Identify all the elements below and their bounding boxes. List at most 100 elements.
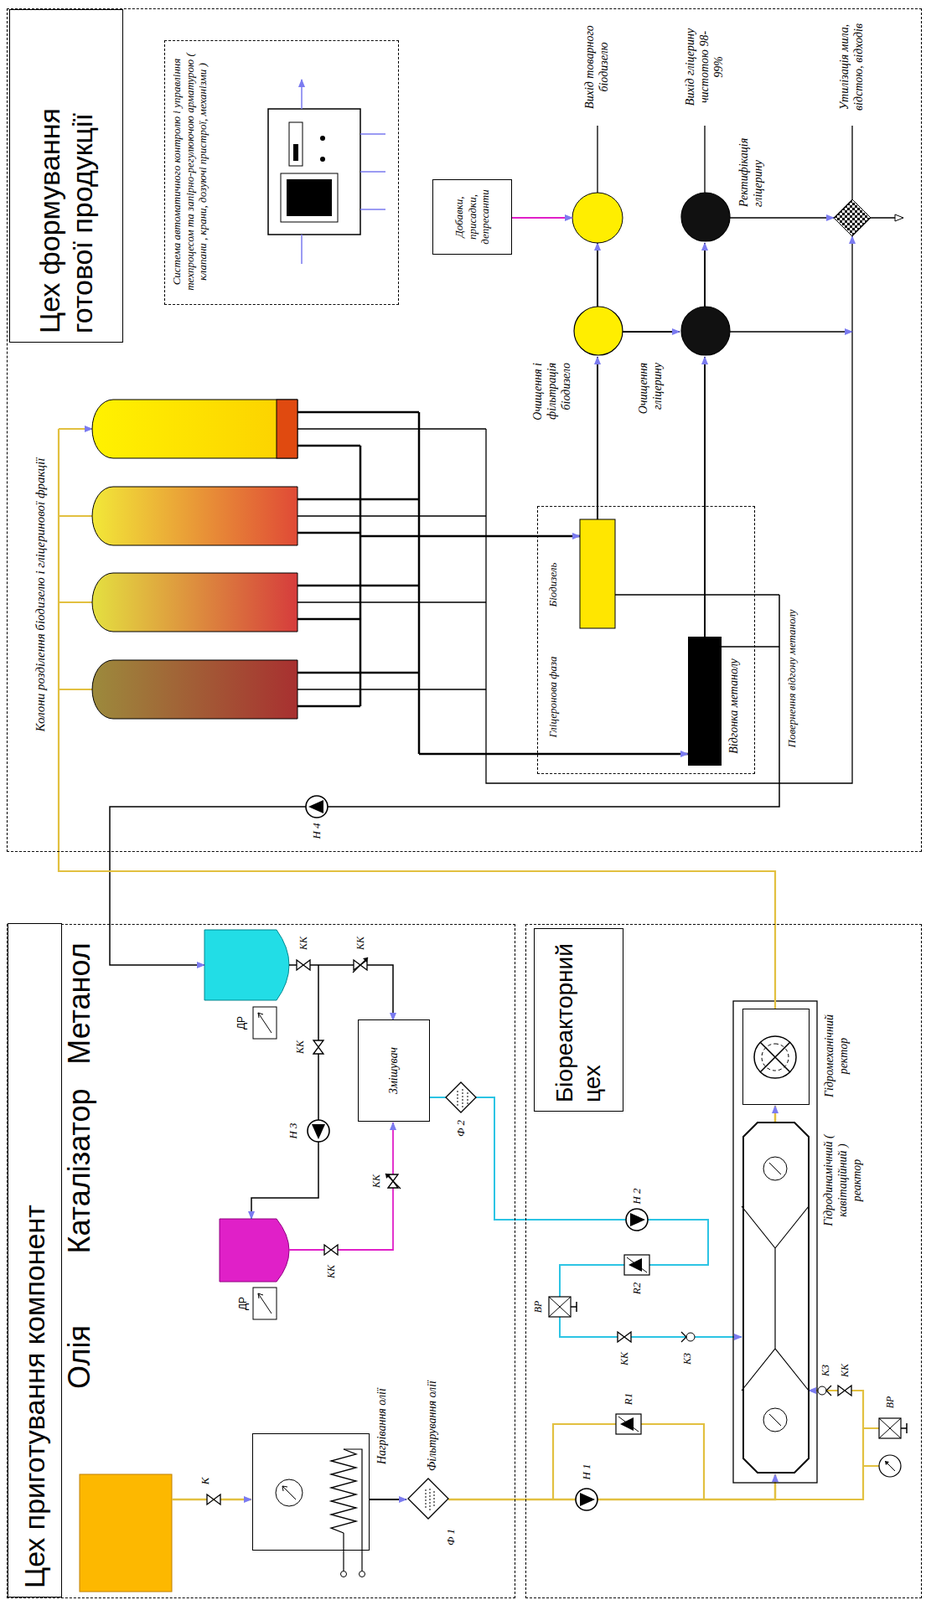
flow-connector: [703, 243, 706, 307]
plant-part: [204, 930, 290, 1001]
plant-part: [879, 1418, 907, 1439]
plant-part: [754, 1036, 797, 1079]
flow-connector: [774, 1106, 777, 1123]
node-label: Добавки, присадки, депресанти: [452, 183, 492, 251]
flow-connector: [429, 1097, 742, 1338]
plant-part: [625, 1209, 648, 1232]
shape-svg: [742, 1122, 810, 1475]
shape-outline: [681, 192, 730, 242]
flow-connector: [703, 356, 706, 507]
callout-label: КЗ: [681, 1347, 694, 1371]
plant-part: [733, 1001, 818, 1484]
callout-label: ДР: [237, 1291, 249, 1317]
process-circle: Ректифікація гліцерину: [680, 191, 731, 243]
plant-part: [863, 1428, 880, 1467]
plant-part: [324, 1245, 338, 1256]
component-heading: Олія: [61, 1307, 98, 1408]
shape-outline: [743, 1122, 809, 1474]
process-circle: Очищення гліцерину: [680, 305, 731, 357]
plant-part: [833, 199, 871, 237]
plant-part: [297, 429, 487, 690]
plant-part: [58, 429, 93, 690]
callout-label: КК: [370, 1169, 383, 1194]
plant-part: [486, 236, 853, 784]
shape-outline: [681, 306, 730, 356]
reactor-box: Гідромеханічний ректор: [742, 1008, 810, 1106]
callout-label: ВР: [884, 1391, 896, 1415]
callout-label: К: [198, 1473, 213, 1490]
plant-part: [597, 506, 705, 637]
plant-part: [769, 1414, 782, 1427]
shape-svg: [680, 305, 731, 357]
plant-part: [280, 173, 338, 223]
callout-label: Утилізація мила, відстою, відходів: [838, 20, 867, 114]
node-label: Гідромеханічний ректор: [822, 1003, 852, 1109]
plant-part: [741, 1206, 809, 1392]
node-label: Відгонка метанолу: [727, 647, 742, 766]
plant-part: [688, 636, 722, 766]
plant-part: [511, 217, 573, 219]
plant-part: [445, 1082, 476, 1113]
distillation-box: Відгонка метанолу: [537, 506, 756, 775]
plant-part: [289, 965, 394, 1021]
node-label: Змішувач: [387, 1047, 402, 1095]
callout-label: Ф 2: [454, 1114, 468, 1144]
shape-svg: [680, 191, 731, 243]
callout-label: Гліцеронова фаза: [546, 650, 560, 745]
plant-part: [58, 429, 776, 1010]
callout-label: КК: [325, 1261, 337, 1283]
callout-label: КК: [297, 931, 310, 956]
shape-outline: [574, 306, 623, 356]
callout-label: КК: [838, 1359, 851, 1383]
flow-connector: [622, 331, 680, 333]
plant-part: [615, 1414, 642, 1435]
plant-part: [343, 1449, 363, 1572]
flow-connector: [448, 1474, 776, 1501]
plant-part: [553, 1424, 704, 1501]
callout-label: КК: [294, 1035, 306, 1060]
plant-part: [360, 535, 580, 539]
plant-part: [268, 108, 361, 235]
node-label: Нагрівання олії: [375, 1330, 390, 1465]
plant-part: [729, 217, 834, 219]
node-label: Гідродинамічний ( кавітаційний ) реактор: [822, 1122, 864, 1240]
node-label: Фільтрування олії: [425, 1329, 440, 1472]
component-heading: Метанол: [61, 928, 98, 1080]
callout-label: Вихід товарного біодизелю: [583, 20, 612, 114]
filter-diamond: Фільтрування олії: [407, 1478, 450, 1521]
plant-part: [817, 1386, 832, 1397]
plant-part: [258, 1013, 272, 1034]
callout-label: КЗ: [819, 1359, 832, 1383]
plant-part: [575, 1489, 598, 1511]
plant-part: [320, 135, 326, 141]
plant-part: [289, 122, 303, 166]
plant-part: [286, 179, 332, 217]
shape-outline: [408, 1479, 449, 1520]
plant-part: [297, 445, 361, 707]
callout-label: КК: [618, 1347, 631, 1371]
plant-part: [341, 1572, 347, 1578]
shape-outline: [425, 1487, 435, 1511]
shape-svg: [573, 305, 624, 357]
plant-part: [359, 1572, 366, 1578]
workshop-panel: Біореакторний цехГідродинамічний ( кавіт…: [525, 924, 922, 1599]
plant-part: [92, 660, 298, 720]
plant-part: [681, 1332, 695, 1343]
plant-part: [572, 192, 623, 244]
plant-part: [763, 1408, 787, 1433]
control-box: Система автоматичного контролю і управлі…: [164, 40, 399, 306]
plant-part: [763, 1157, 787, 1181]
plant-part: [760, 1042, 791, 1073]
plant-part: [313, 1040, 324, 1055]
node-label: Очищення гліцерину: [636, 362, 666, 459]
callout-label: Н 2: [630, 1183, 644, 1211]
plant-part: [296, 960, 311, 971]
callout-label: Н 1: [579, 1459, 594, 1485]
plant-part: [879, 1455, 901, 1478]
section-title: Цех формування готової продукції: [9, 9, 124, 343]
plant-part: [92, 486, 298, 546]
heater-box: Нагрівання олії: [252, 1433, 370, 1552]
plant-part: [419, 753, 689, 756]
plant-part: [617, 1332, 632, 1343]
